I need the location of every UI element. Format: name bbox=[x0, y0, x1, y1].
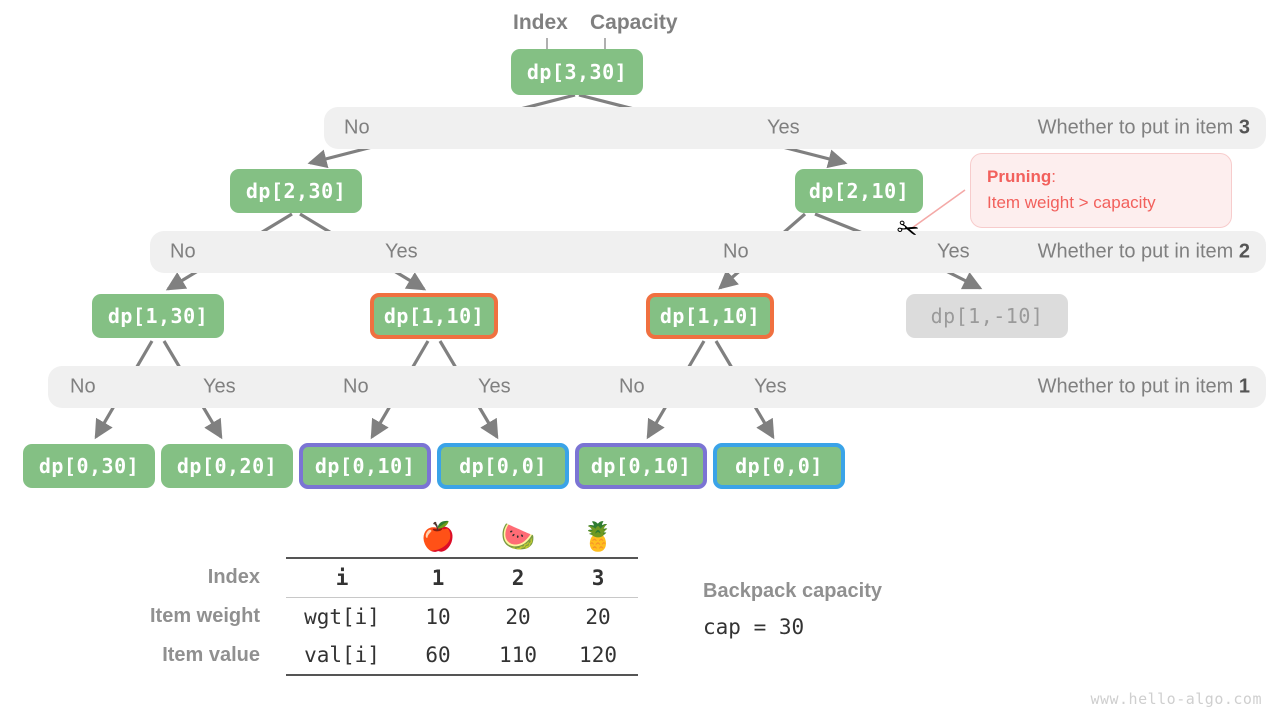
table-index-3: 3 bbox=[558, 557, 639, 598]
leaf-dp-0-0-right[interactable]: dp[0,0] bbox=[713, 443, 845, 489]
table-value-2: 110 bbox=[499, 643, 537, 667]
table-index-2: 2 bbox=[478, 557, 559, 598]
label-capacity: Capacity bbox=[590, 11, 678, 34]
choice-no-item1-a: No bbox=[70, 375, 96, 398]
decision-question-item1-num: 1 bbox=[1238, 375, 1250, 398]
label-index: Index bbox=[513, 11, 568, 34]
node-dp-1-minus10-pruned: dp[1,-10] bbox=[906, 294, 1068, 338]
table-bottom-rule bbox=[150, 674, 639, 677]
pruning-callout-title-line: Pruning: bbox=[987, 164, 1215, 190]
table-row-emoji: 🍎 🍉 🍍 bbox=[150, 520, 638, 558]
decision-question-item2: Whether to put in item 2 bbox=[1038, 241, 1250, 264]
choice-yes-item1-a: Yes bbox=[203, 375, 236, 398]
leaf-dp-0-10-right[interactable]: dp[0,10] bbox=[575, 443, 707, 489]
table-weight-2: 20 bbox=[478, 597, 559, 636]
watermark: www.hello-algo.com bbox=[1090, 690, 1262, 708]
capacity-note-value: cap = 30 bbox=[703, 615, 805, 639]
choice-yes-item1-c: Yes bbox=[754, 375, 787, 398]
table-bottom-rule-key bbox=[286, 674, 399, 677]
pruning-callout-reason: Item weight > capacity bbox=[987, 193, 1156, 213]
choice-no-item3: No bbox=[344, 116, 370, 139]
table-row-value: Item value val[i] 60 110 120 bbox=[150, 636, 638, 675]
table-key-val: val[i] bbox=[304, 643, 380, 667]
decision-bar-item2: No Yes No Yes Whether to put in item 2 bbox=[150, 231, 1266, 273]
decision-question-item2-num: 2 bbox=[1238, 240, 1250, 263]
item-icon-pineapple: 🍍 bbox=[580, 520, 616, 553]
table-bottom-rule-1 bbox=[398, 674, 479, 677]
table-row-label-value: Item value bbox=[162, 644, 261, 666]
table-bottom-rule-2 bbox=[478, 674, 559, 677]
table-spacer-key bbox=[286, 520, 398, 558]
leaf-dp-0-0-left[interactable]: dp[0,0] bbox=[437, 443, 569, 489]
table-spacer-label bbox=[150, 520, 286, 558]
items-table-grid: 🍎 🍉 🍍 Index i 1 2 3 Item weight wgt[i] 1… bbox=[150, 520, 639, 677]
decision-question-item1: Whether to put in item 1 bbox=[1038, 376, 1250, 399]
choice-no-item1-b: No bbox=[343, 375, 369, 398]
pruning-callout: Pruning: Item weight > capacity bbox=[970, 153, 1232, 228]
table-key-wgt: wgt[i] bbox=[286, 597, 399, 636]
decision-question-item3-num: 3 bbox=[1238, 116, 1250, 139]
items-table: 🍎 🍉 🍍 Index i 1 2 3 Item weight wgt[i] 1… bbox=[150, 520, 639, 677]
choice-no-item2-right: No bbox=[723, 240, 749, 263]
leaf-dp-0-20[interactable]: dp[0,20] bbox=[161, 444, 293, 488]
table-weight-3: 20 bbox=[558, 597, 639, 636]
table-value-3: 120 bbox=[579, 643, 617, 667]
decision-question-item3-text: Whether to put in item bbox=[1037, 116, 1239, 139]
decision-question-item2-text: Whether to put in item bbox=[1037, 240, 1239, 263]
capacity-note-label: Backpack capacity bbox=[703, 580, 883, 602]
pruning-callout-title: Pruning bbox=[987, 167, 1052, 186]
item-icon-apple: 🍎 bbox=[420, 520, 456, 553]
leaf-dp-0-30[interactable]: dp[0,30] bbox=[23, 444, 155, 488]
pruning-callout-colon: : bbox=[1051, 167, 1056, 186]
table-key-i: i bbox=[286, 557, 399, 598]
table-weight-1: 10 bbox=[398, 597, 479, 636]
table-row-index: Index i 1 2 3 bbox=[150, 557, 639, 598]
node-dp-1-10-right[interactable]: dp[1,10] bbox=[646, 293, 774, 339]
choice-no-item1-c: No bbox=[619, 375, 645, 398]
table-bottom-rule-3 bbox=[558, 674, 639, 677]
node-dp-1-10-left[interactable]: dp[1,10] bbox=[370, 293, 498, 339]
decision-bar-item3: No Yes Whether to put in item 3 bbox=[324, 107, 1266, 149]
decision-bar-item1: No Yes No Yes No Yes Whether to put in i… bbox=[48, 366, 1266, 408]
choice-yes-item1-b: Yes bbox=[478, 375, 511, 398]
choice-yes-item3: Yes bbox=[767, 116, 800, 139]
choice-yes-item2-left: Yes bbox=[385, 240, 418, 263]
node-dp-2-30[interactable]: dp[2,30] bbox=[230, 169, 362, 213]
decision-question-item1-text: Whether to put in item bbox=[1037, 375, 1239, 398]
table-row-label-index: Index bbox=[207, 566, 261, 589]
choice-yes-item2-right: Yes bbox=[937, 240, 970, 263]
node-dp-1-30[interactable]: dp[1,30] bbox=[92, 294, 224, 338]
table-bottom-spacer bbox=[150, 675, 286, 676]
decision-question-item3: Whether to put in item 3 bbox=[1038, 117, 1250, 140]
choice-no-item2-left: No bbox=[170, 240, 196, 263]
capacity-note: Backpack capacity cap = 30 bbox=[703, 580, 882, 639]
table-row-weight: Item weight wgt[i] 10 20 20 bbox=[150, 597, 639, 636]
node-dp-2-10[interactable]: dp[2,10] bbox=[795, 169, 923, 213]
item-icon-watermelon: 🍉 bbox=[500, 520, 536, 553]
table-row-label-weight: Item weight bbox=[150, 605, 261, 628]
table-index-1: 1 bbox=[398, 557, 479, 598]
leaf-dp-0-10-left[interactable]: dp[0,10] bbox=[299, 443, 431, 489]
node-dp-3-30[interactable]: dp[3,30] bbox=[511, 49, 643, 95]
table-value-1: 60 bbox=[425, 643, 451, 667]
